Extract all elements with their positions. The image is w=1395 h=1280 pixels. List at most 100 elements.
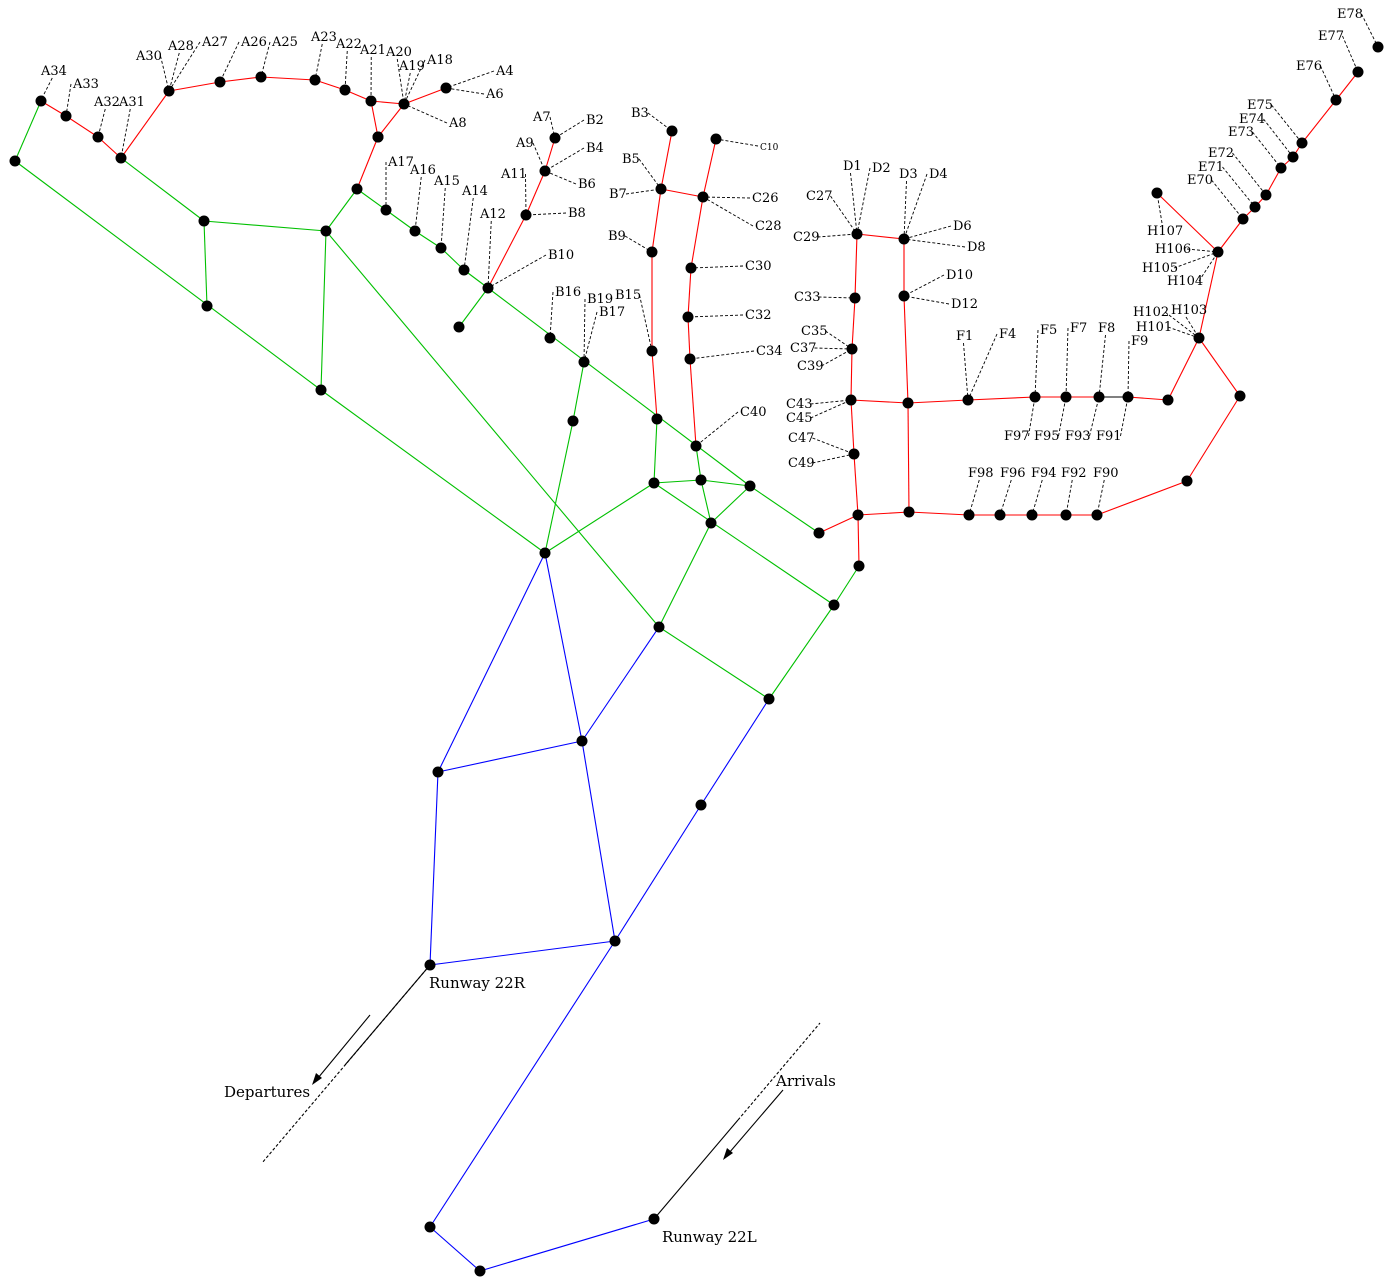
taxiway-edges	[14, 71, 1359, 1272]
gate-label: C40	[740, 405, 767, 420]
gate-label: A8	[448, 116, 467, 131]
taxiway-node	[372, 131, 384, 143]
apron-taxiway-edge	[320, 230, 327, 391]
taxiway-node	[380, 204, 392, 216]
label-leader	[1222, 166, 1256, 208]
taxiway-node	[440, 82, 452, 94]
taxiway-node	[576, 735, 588, 747]
gate-label: B6	[578, 177, 596, 192]
label-leader	[445, 70, 495, 89]
taxiway-node	[198, 215, 210, 227]
taxiway-node	[653, 621, 665, 633]
gate-label: F7	[1070, 321, 1087, 336]
taxiway-node	[1029, 391, 1041, 403]
label-leader	[396, 58, 405, 105]
label-leader	[344, 50, 348, 91]
apron-taxiway-edge	[325, 230, 660, 628]
taxiway-node	[962, 394, 974, 406]
taxiway-node	[690, 440, 702, 452]
label-leader	[445, 87, 485, 95]
label-leader	[903, 274, 945, 297]
runway-connector-edge	[544, 552, 583, 742]
taxiway-node	[309, 74, 321, 86]
gate-label: E76	[1296, 59, 1322, 74]
gate-label: E77	[1318, 29, 1344, 44]
label-leader	[219, 41, 240, 83]
label-leader	[850, 172, 858, 235]
apron-taxiway-edge	[120, 157, 205, 222]
gate-label: F98	[968, 466, 994, 481]
label-leader	[830, 195, 858, 235]
apron-taxiway-edge	[487, 287, 751, 487]
label-leader	[1065, 327, 1069, 398]
gate-taxiway-edge	[850, 348, 853, 401]
taxiway-node	[1151, 187, 1163, 199]
taxiway-node	[567, 415, 579, 427]
label-leader	[812, 437, 855, 455]
taxiway-node	[435, 242, 447, 254]
gate-taxiway-edge	[660, 188, 704, 198]
taxiway-node	[848, 448, 860, 460]
label-leader	[903, 295, 950, 305]
apron-taxiway-edge	[544, 420, 574, 554]
label-leader	[120, 108, 131, 159]
runway-connector-edge	[429, 940, 616, 966]
label-leader	[1252, 131, 1282, 169]
label-leader	[583, 298, 586, 363]
taxiway-node	[1093, 391, 1105, 403]
gate-taxiway-edge	[1127, 396, 1169, 401]
gate-taxiway-edge	[65, 115, 99, 138]
taxiway-node	[320, 225, 332, 237]
gate-taxiway-edge	[907, 402, 910, 513]
gate-label: F4	[999, 327, 1016, 342]
taxiway-node	[828, 599, 840, 611]
label-leader	[695, 411, 739, 447]
gate-taxiway-edge	[370, 100, 405, 105]
taxiway-node	[1237, 213, 1249, 225]
taxiway-node	[903, 506, 915, 518]
label-leader	[525, 212, 567, 216]
gate-label: A25	[271, 35, 298, 50]
label-leader	[1320, 65, 1337, 101]
runway-connector-edge	[581, 626, 660, 742]
runway-connector-edge	[429, 1226, 481, 1272]
gate-label: A18	[426, 53, 453, 68]
gate-label: C10	[760, 143, 779, 153]
label-leader	[639, 294, 653, 352]
apron-taxiway-edge	[320, 389, 546, 554]
gate-label: H101	[1136, 320, 1172, 335]
taxiway-node	[163, 85, 175, 97]
label-leader	[314, 43, 323, 81]
gate-label: A7	[532, 110, 551, 125]
apron-taxiway-edge	[700, 479, 751, 487]
gate-taxiway-edge	[967, 396, 1036, 401]
gate-label: H106	[1155, 242, 1191, 257]
taxiway-node	[646, 345, 658, 357]
taxiway-node	[424, 1221, 436, 1233]
gate-label: C32	[745, 308, 772, 323]
gate-label: C33	[794, 290, 821, 305]
taxiway-node	[898, 233, 910, 245]
taxiway-node	[646, 246, 658, 258]
gate-label: E78	[1337, 7, 1363, 22]
label-leader	[967, 333, 998, 401]
apron-taxiway-edge	[14, 160, 322, 391]
gate-label: A6	[485, 87, 504, 102]
gate-label: D8	[967, 240, 986, 255]
label-leader	[817, 233, 858, 238]
label-leader	[1263, 118, 1294, 158]
gate-taxiway-edge	[168, 81, 221, 92]
gate-label: A11	[500, 167, 527, 182]
label-leader	[903, 180, 907, 240]
label-leader	[821, 348, 853, 367]
gate-taxiway-edge	[1198, 337, 1241, 397]
label-leader	[1232, 152, 1267, 196]
departures-arrow-icon	[312, 1073, 322, 1085]
label-leader	[1173, 251, 1219, 269]
taxiway-node	[705, 517, 717, 529]
gate-label: F9	[1131, 334, 1148, 349]
apron-taxiway-edge	[203, 220, 208, 307]
runway-connector-edge	[429, 940, 616, 1228]
gate-label: A20	[385, 45, 412, 60]
gate-label: A15	[433, 174, 460, 189]
